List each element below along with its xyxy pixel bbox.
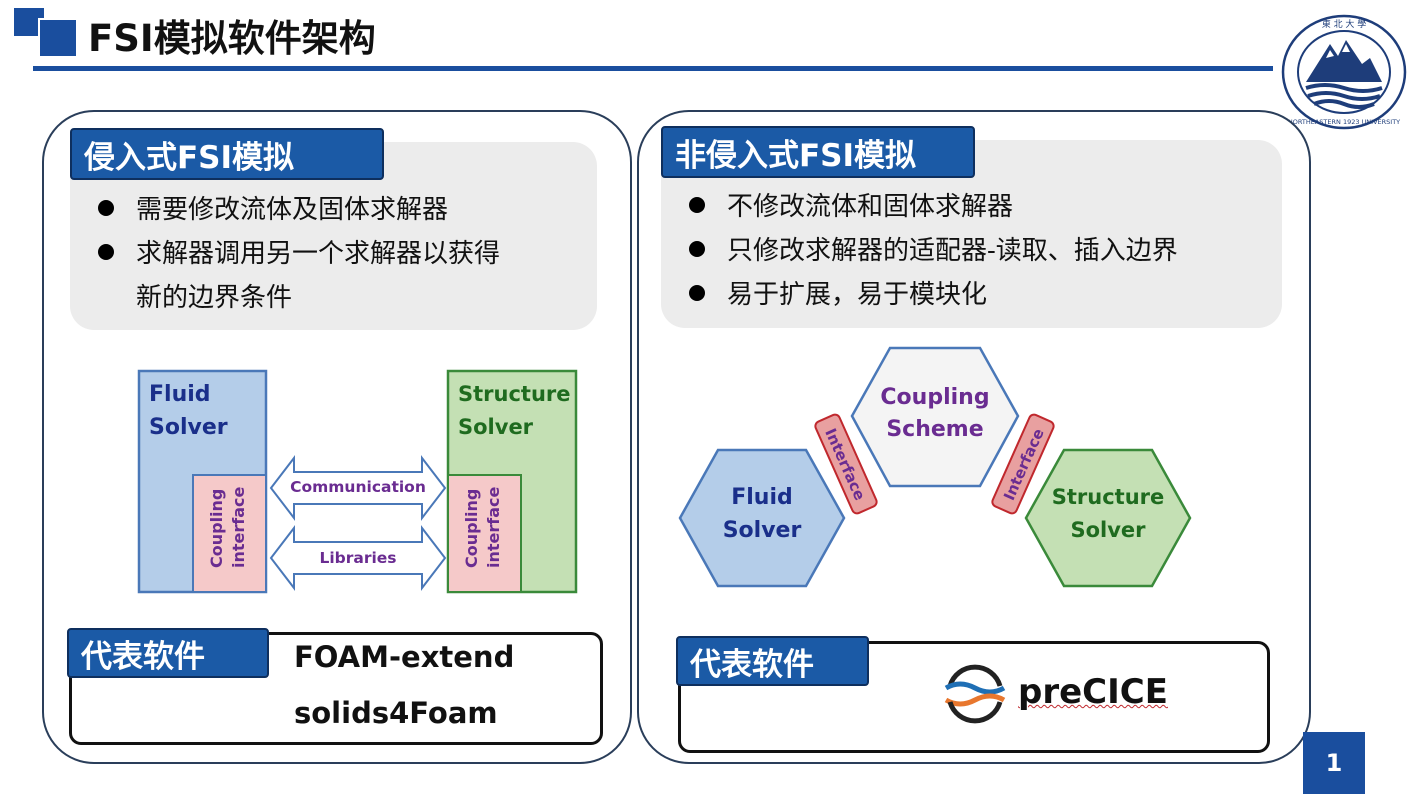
communication-label: Communication bbox=[290, 478, 426, 496]
university-logo: 東 北 大 學 NORTHEASTERN 1923 UNIVERSITY bbox=[1281, 14, 1407, 130]
right-software-tab-label: 代表软件 bbox=[690, 646, 814, 683]
logo-cn-text: 東 北 大 學 bbox=[1322, 18, 1367, 30]
logo-en-text: NORTHEASTERN 1923 UNIVERSITY bbox=[1288, 118, 1400, 126]
structure-coupling-label-1: Coupling bbox=[462, 489, 481, 568]
left-bullet-2-cont: 新的边界条件 bbox=[136, 283, 293, 313]
left-interface-bar bbox=[814, 413, 878, 515]
software-foam-extend: FOAM-extend bbox=[294, 640, 515, 674]
fluid-coupling-block bbox=[192, 474, 267, 593]
structure-label-2: Solver bbox=[458, 415, 534, 439]
page-number: 1 bbox=[1303, 732, 1365, 794]
left-software-tab-label: 代表软件 bbox=[81, 638, 205, 675]
left-heading-tab: 侵入式FSI模拟 bbox=[70, 128, 384, 180]
fluid-label-1: Fluid bbox=[149, 382, 211, 407]
structure-solver-label-1: Structure bbox=[1052, 485, 1165, 509]
fluid-solver-label-1: Fluid bbox=[731, 485, 793, 510]
title-accent-square-large bbox=[38, 18, 78, 58]
left-bullet-2: 求解器调用另一个求解器以获得 bbox=[98, 232, 500, 276]
structure-coupling-label-2: interface bbox=[484, 486, 503, 568]
fluid-coupling-label-2: interface bbox=[229, 486, 248, 568]
title-underline bbox=[33, 66, 1273, 71]
structure-coupling-block bbox=[447, 474, 522, 593]
structure-solver-label-2: Solver bbox=[1070, 518, 1146, 542]
coupling-scheme-hexagon bbox=[850, 346, 1020, 488]
software-solids4foam: solids4Foam bbox=[294, 696, 498, 730]
left-software-tab: 代表软件 bbox=[67, 628, 269, 678]
right-bullet-1: 不修改流体和固体求解器 bbox=[689, 185, 1013, 229]
structure-label-1: Structure bbox=[458, 382, 571, 406]
bullet-dot bbox=[98, 244, 114, 260]
fluid-coupling-label-1: Coupling bbox=[207, 489, 226, 568]
precice-logo-icon bbox=[944, 664, 1006, 724]
fluid-solver-hexagon bbox=[678, 448, 846, 588]
coupling-scheme-label-1: Coupling bbox=[880, 385, 989, 410]
bullet-dot bbox=[689, 197, 705, 213]
fluid-label-2: Solver bbox=[149, 415, 228, 440]
right-bullet-2: 只修改求解器的适配器-读取、插入边界 bbox=[689, 229, 1178, 273]
intrusive-diagram: Fluid Solver Structure Solver Coupling i… bbox=[137, 369, 578, 594]
bullet-dot bbox=[689, 241, 705, 257]
right-heading-tab: 非侵入式FSI模拟 bbox=[661, 126, 975, 178]
fluid-solver-label-2: Solver bbox=[723, 518, 802, 543]
bullet-dot bbox=[689, 285, 705, 301]
libraries-arrow bbox=[269, 525, 447, 591]
right-bullet-3: 易于扩展，易于模块化 bbox=[689, 273, 987, 317]
communication-arrow bbox=[269, 455, 447, 521]
left-heading: 侵入式FSI模拟 bbox=[84, 139, 295, 176]
right-interface-bar bbox=[991, 413, 1055, 515]
structure-solver-hexagon bbox=[1024, 448, 1192, 588]
libraries-label: Libraries bbox=[319, 549, 396, 567]
bullet-dot bbox=[98, 200, 114, 216]
software-precice: preCICE bbox=[1018, 672, 1168, 712]
left-bullet-1: 需要修改流体及固体求解器 bbox=[98, 188, 448, 232]
non-intrusive-diagram: Interface Interface Coupling Scheme Flui… bbox=[678, 346, 1192, 588]
page-title: FSI模拟软件架构 bbox=[88, 17, 376, 60]
right-software-tab: 代表软件 bbox=[676, 636, 869, 686]
right-heading: 非侵入式FSI模拟 bbox=[675, 137, 917, 174]
coupling-scheme-label-2: Scheme bbox=[886, 417, 983, 442]
